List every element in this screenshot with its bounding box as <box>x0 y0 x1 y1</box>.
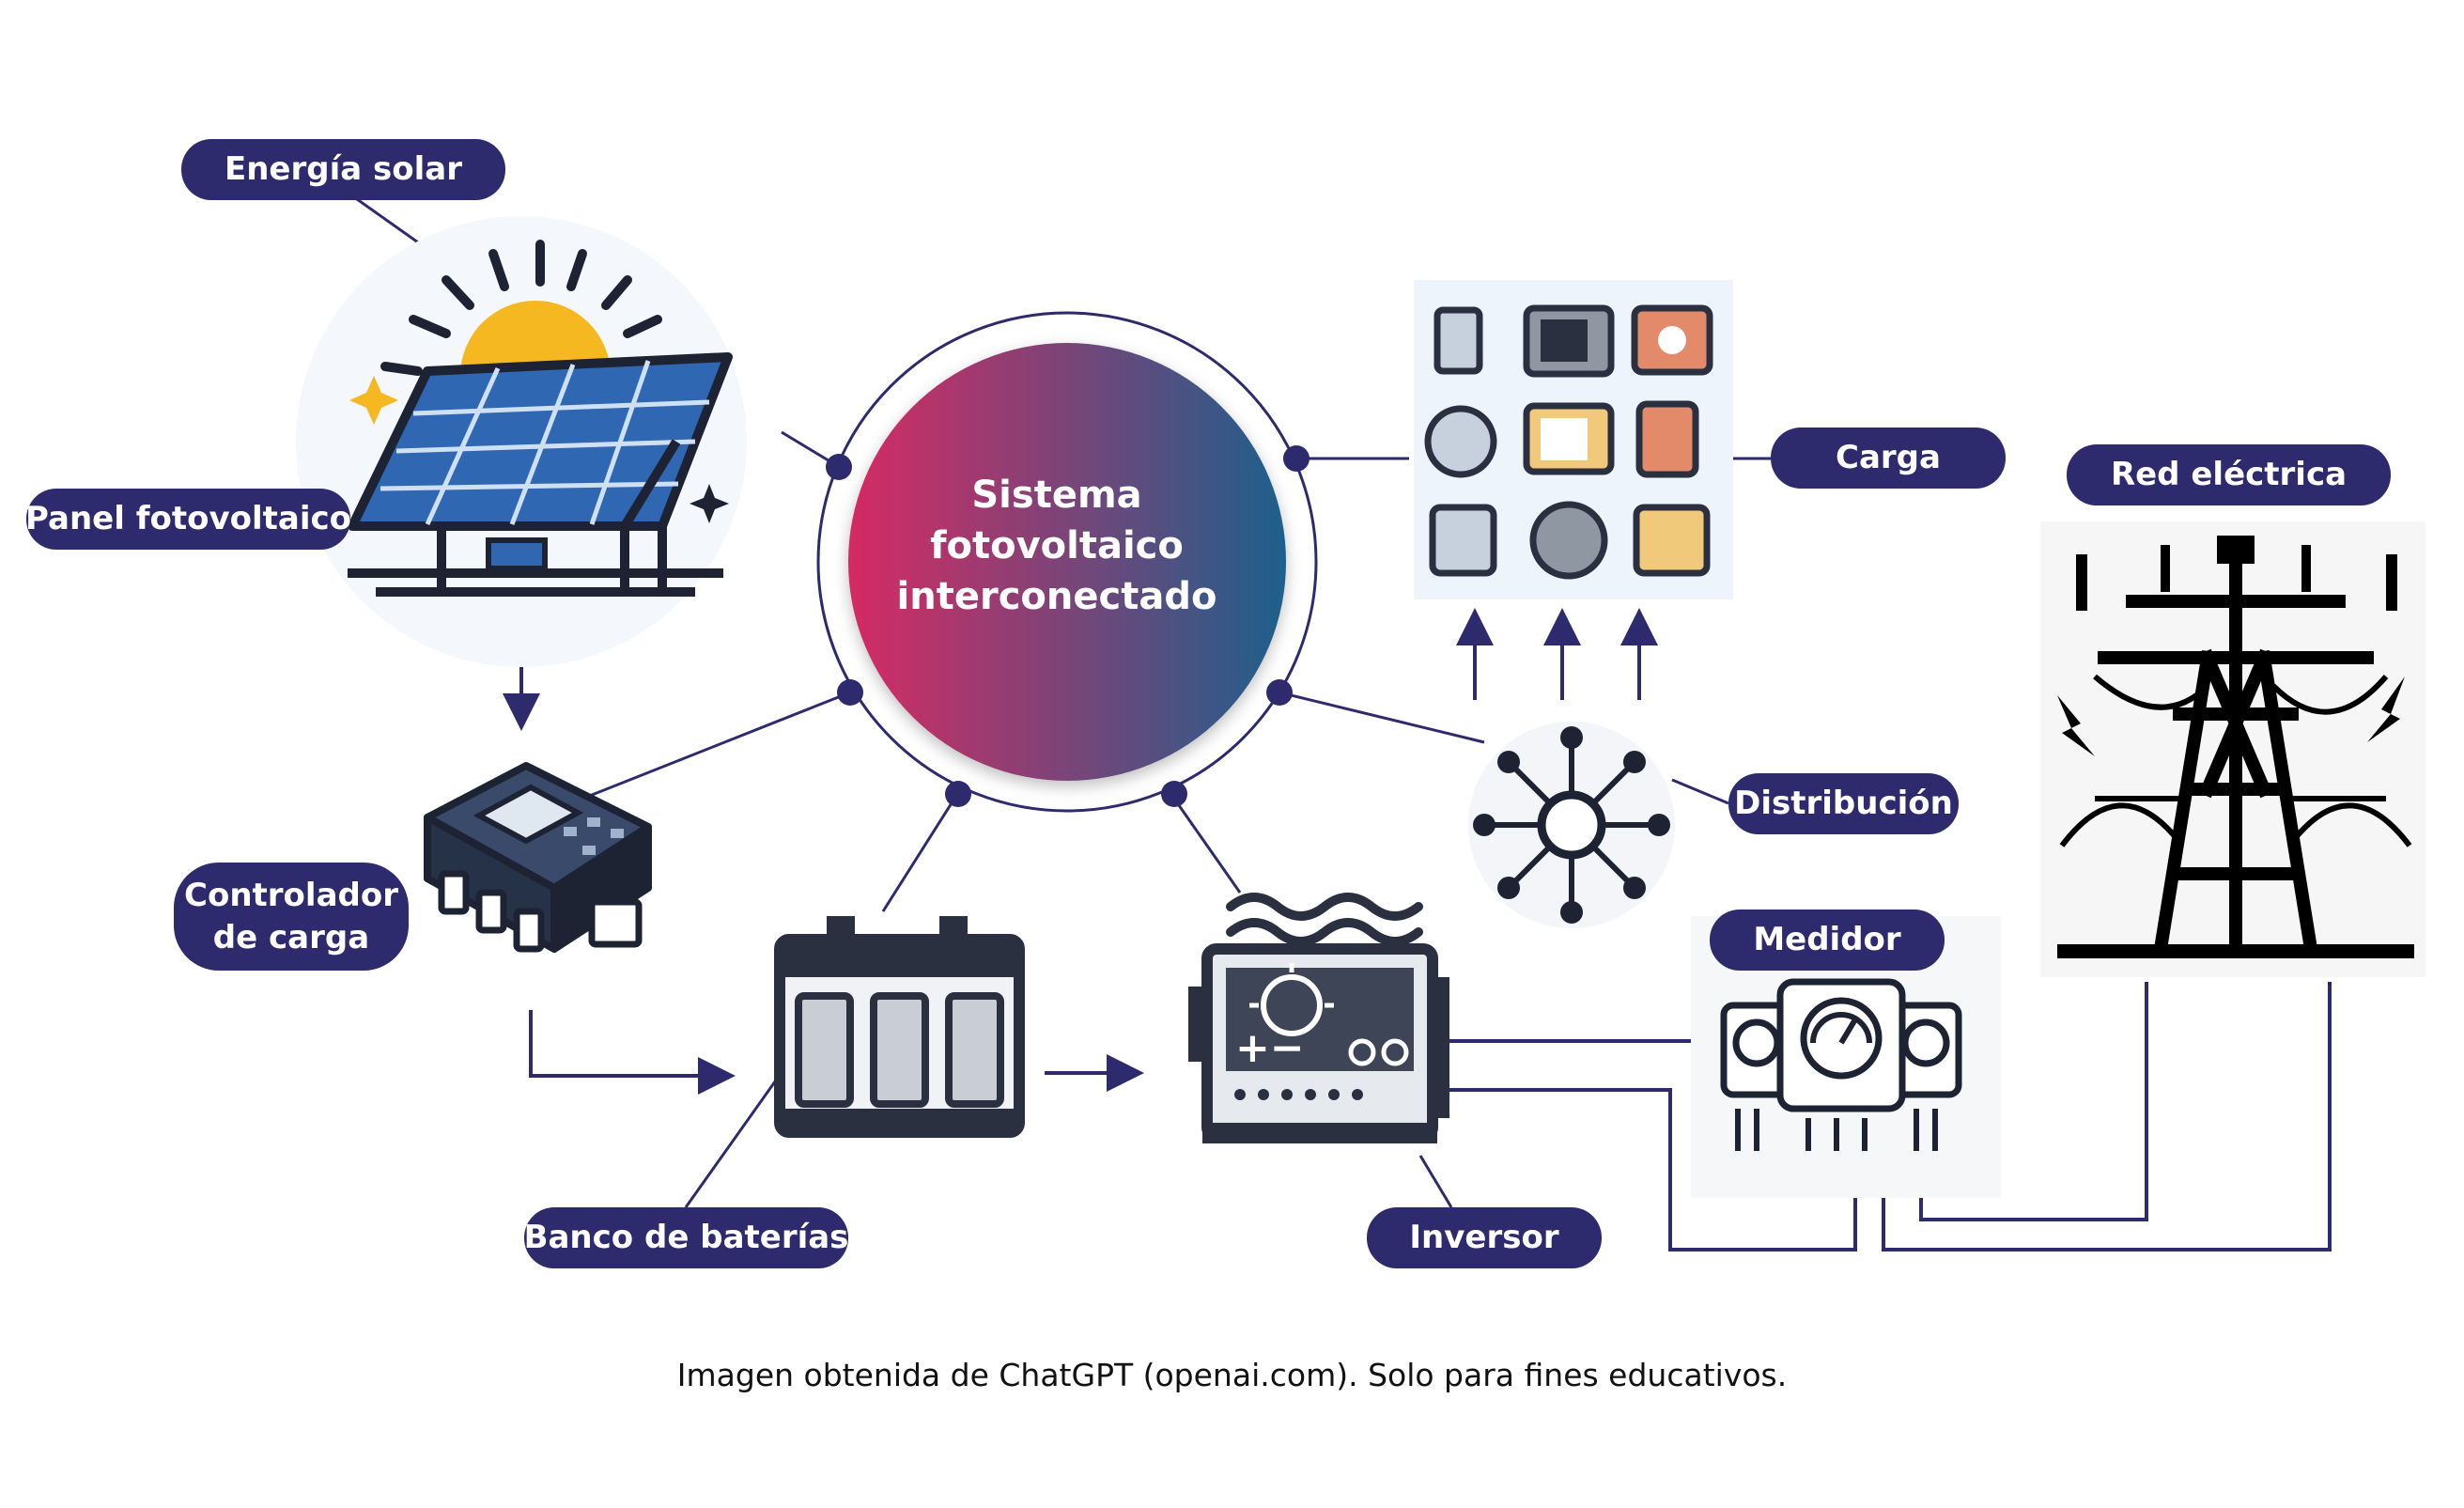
hub-node <box>1266 679 1293 706</box>
hub-node <box>826 454 852 480</box>
label-charge-controller-line2: de carga <box>212 918 370 956</box>
label-pills <box>26 139 2391 1268</box>
hub-node <box>837 679 863 706</box>
hub-title-line-2: fotovoltaico <box>930 524 1184 567</box>
hub-node <box>1283 445 1309 472</box>
svg-text:+−: +− <box>1235 1024 1305 1072</box>
label-charge-controller: Controlador de carga <box>174 863 409 971</box>
distribution-icon <box>1468 722 1675 928</box>
connector-lines <box>356 197 1771 1208</box>
charge-controller-icon <box>424 762 652 953</box>
hub-ring <box>816 311 1318 813</box>
label-load: Carga <box>1836 439 1941 477</box>
label-charge-controller-line1: Controlador <box>184 877 398 915</box>
hub <box>816 311 1318 813</box>
battery-bank-icon <box>774 916 1025 1138</box>
inverter-icon: +− <box>1188 893 1449 1143</box>
hub-node <box>1161 781 1187 807</box>
label-distribution: Distribución <box>1734 785 1953 823</box>
arrow-controller-to-battery <box>529 1010 736 1095</box>
hub-title: Sistema fotovoltaico interconectado <box>845 470 1268 622</box>
label-grid: Red eléctrica <box>2110 456 2348 494</box>
label-battery-bank: Banco de baterías <box>523 1219 849 1257</box>
hub-node <box>945 781 971 807</box>
hub-title-line-1: Sistema <box>971 474 1142 517</box>
image-caption: Imagen obtenida de ChatGPT (openai.com).… <box>676 1357 1788 1393</box>
label-meter: Medidor <box>1753 921 1901 959</box>
label-inverter: Inversor <box>1409 1219 1559 1257</box>
power-tower-icon <box>2040 521 2425 977</box>
hub-circle <box>848 343 1286 781</box>
appliances-grid-icon <box>1414 280 1733 599</box>
solar-panel-icon <box>296 216 747 667</box>
label-solar-energy: Energía solar <box>225 150 462 189</box>
label-pv-panel: Panel fotovoltaico <box>25 500 352 538</box>
hub-title-line-3: interconectado <box>896 575 1217 618</box>
